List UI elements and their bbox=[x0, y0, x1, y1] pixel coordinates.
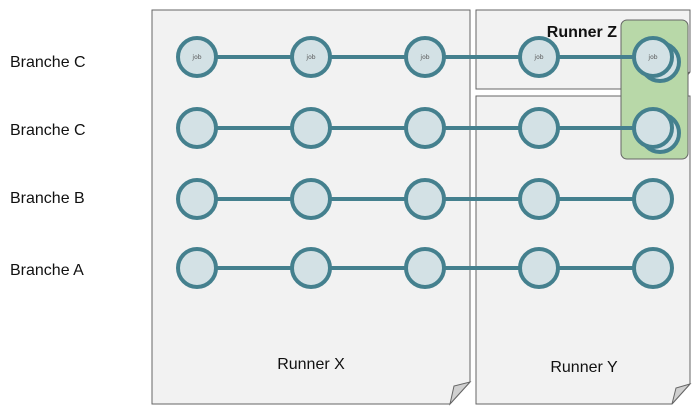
pipeline-node[interactable] bbox=[518, 178, 560, 220]
node-label: job bbox=[305, 54, 315, 61]
pipeline-node[interactable] bbox=[632, 247, 674, 289]
pipeline-node[interactable] bbox=[176, 107, 218, 149]
pipeline-node[interactable]: job bbox=[290, 36, 332, 78]
node-label: job bbox=[647, 54, 657, 61]
pipeline-node[interactable] bbox=[404, 247, 446, 289]
pipeline-node[interactable]: job bbox=[404, 36, 446, 78]
branch-row-1: job job job job job bbox=[176, 36, 681, 83]
branch-row-2 bbox=[176, 107, 681, 154]
runner-y-label: Runner Y bbox=[550, 359, 618, 376]
pipeline-node[interactable] bbox=[404, 178, 446, 220]
pipeline-node[interactable] bbox=[632, 178, 674, 220]
pipeline-node[interactable] bbox=[290, 178, 332, 220]
branch-label-3: Branche B bbox=[10, 190, 85, 207]
pipeline-node[interactable] bbox=[290, 247, 332, 289]
branch-label-2: Branche C bbox=[10, 122, 86, 139]
node-label: job bbox=[419, 54, 429, 61]
branch-label-4: Branche A bbox=[10, 262, 84, 279]
pipeline-node[interactable] bbox=[176, 178, 218, 220]
pipeline-node[interactable] bbox=[518, 247, 560, 289]
branch-row-4 bbox=[176, 247, 674, 289]
runner-y-fold bbox=[671, 383, 692, 405]
pipeline-node[interactable] bbox=[404, 107, 446, 149]
pipeline-node[interactable] bbox=[176, 247, 218, 289]
pipeline-node[interactable] bbox=[518, 107, 560, 149]
runner-x-label: Runner X bbox=[277, 356, 345, 373]
pipeline-node-stacked[interactable]: job bbox=[632, 36, 681, 83]
pipeline-node[interactable]: job bbox=[518, 36, 560, 78]
runner-x-fold bbox=[449, 381, 472, 406]
branch-label-1: Branche C bbox=[10, 54, 86, 71]
pipeline-node[interactable]: job bbox=[176, 36, 218, 78]
pipeline-node[interactable] bbox=[290, 107, 332, 149]
node-label: job bbox=[191, 54, 201, 61]
runner-y-panel: Runner Y bbox=[475, 95, 692, 405]
node-label: job bbox=[533, 54, 543, 61]
pipeline-node-stacked[interactable] bbox=[632, 107, 681, 154]
branch-row-3 bbox=[176, 178, 674, 220]
runner-z-label: Runner Z bbox=[547, 24, 617, 41]
